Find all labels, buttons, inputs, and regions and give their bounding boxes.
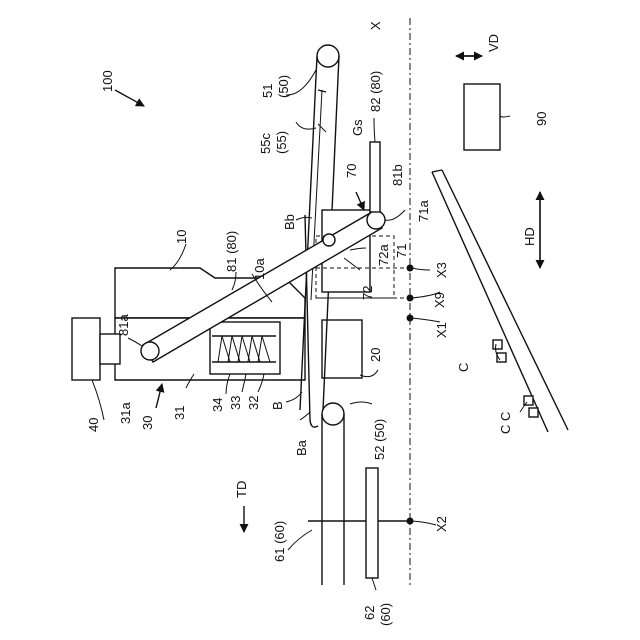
ref-30-arrow (156, 384, 162, 408)
label-40: 40 (86, 418, 101, 432)
pivot-81a (141, 342, 159, 360)
label-10: 10 (174, 230, 189, 244)
label-32: 32 (246, 396, 261, 410)
label-72: 72 (360, 286, 375, 300)
label-31: 31 (172, 406, 187, 420)
label-72a: 72a (376, 244, 391, 266)
label-20: 20 (368, 348, 383, 362)
label-71: 71 (394, 244, 409, 258)
label-30: 30 (140, 416, 155, 430)
label-51b: (50) (276, 75, 291, 98)
label-x2: X2 (434, 516, 449, 532)
label-bb: Bb (282, 214, 297, 230)
label-33: 33 (228, 396, 243, 410)
label-c1: C (456, 363, 471, 372)
label-c2: C C (498, 412, 513, 434)
label-x9: X9 (432, 292, 447, 308)
label-81b: 81b (390, 164, 405, 186)
label-ba: Ba (294, 439, 309, 456)
fig-ref-arrow (115, 90, 144, 106)
label-vd: VD (486, 34, 501, 52)
label-31a: 31a (118, 402, 133, 424)
plate-62 (366, 468, 378, 578)
block-20 (322, 320, 362, 378)
roller-51 (317, 45, 339, 67)
platform-c (432, 170, 568, 432)
label-34: 34 (210, 398, 225, 412)
label-55cb: (55) (274, 131, 289, 154)
label-81: 81 (80) (224, 231, 239, 272)
label-62: 62 (362, 606, 377, 620)
label-90: 90 (534, 112, 549, 126)
pin-72a (323, 234, 335, 246)
label-hd: HD (522, 227, 537, 246)
label-82: 82 (80) (368, 71, 383, 112)
label-td: TD (234, 481, 249, 498)
rod-82 (370, 142, 380, 212)
conveyor-50 (300, 45, 344, 585)
motor-40 (72, 318, 100, 380)
label-b: B (270, 401, 285, 410)
label-51: 51 (260, 84, 275, 98)
label-62b: (60) (378, 603, 393, 626)
label-x: X (368, 21, 383, 30)
label-55c: 55c (258, 133, 273, 154)
ref-70-arrow (356, 192, 364, 210)
label-71a: 71a (416, 200, 431, 222)
label-61: 61 (60) (272, 521, 287, 562)
box-90 (464, 84, 500, 150)
label-gs: Gs (350, 119, 365, 136)
motor-shaft (100, 334, 120, 364)
pivot-81b (367, 211, 385, 229)
label-x3: X3 (434, 262, 449, 278)
label-100: 100 (100, 70, 115, 92)
roller-52 (322, 403, 344, 425)
label-x1: X1 (434, 322, 449, 338)
label-70: 70 (344, 164, 359, 178)
label-81a: 81a (116, 314, 131, 336)
label-52: 52 (50) (372, 419, 387, 460)
label-10a: 10a (252, 258, 267, 280)
